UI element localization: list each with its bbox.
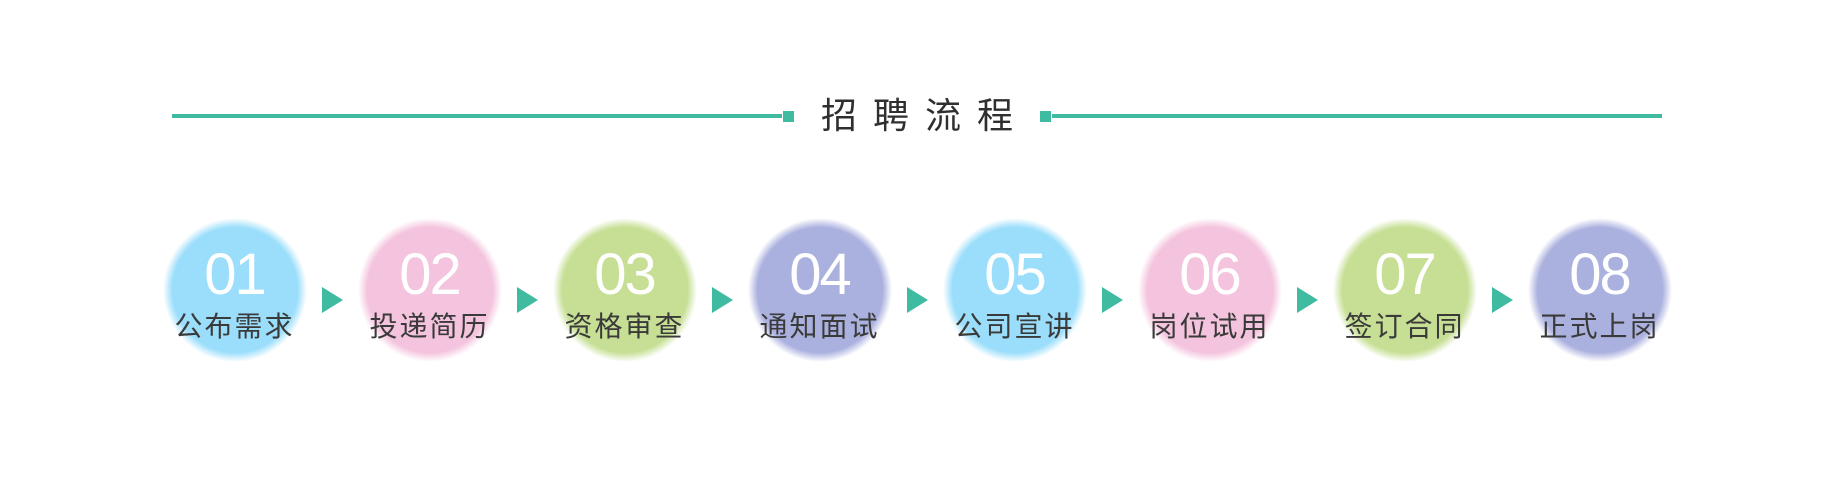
step-label: 投递简历 xyxy=(369,311,490,342)
header-line-right xyxy=(1052,114,1662,118)
header: 招聘流程 xyxy=(0,94,1834,138)
step-label: 资格审查 xyxy=(564,311,685,342)
triangle-arrow-right-icon xyxy=(906,287,928,313)
step-number: 06 xyxy=(1179,242,1242,307)
process-step: 03 资格审查 xyxy=(552,218,697,362)
process-step: 02 投递简历 xyxy=(357,218,502,362)
step-label: 公司宣讲 xyxy=(954,311,1075,342)
triangle-arrow-right-icon xyxy=(711,287,733,313)
process-step: 06 岗位试用 xyxy=(1137,218,1282,362)
header-line-left xyxy=(171,114,782,118)
step-circle xyxy=(942,218,1087,362)
step-circle xyxy=(162,218,307,362)
step-circle xyxy=(1332,218,1477,362)
process-step: 05 公司宣讲 xyxy=(942,218,1087,362)
step-label: 岗位试用 xyxy=(1149,311,1270,342)
step-label: 签订合同 xyxy=(1344,311,1465,342)
step-label: 正式上岗 xyxy=(1539,311,1660,342)
step-number: 05 xyxy=(984,242,1047,307)
step-number: 07 xyxy=(1374,242,1437,307)
process-step: 08 正式上岗 xyxy=(1527,218,1672,362)
step-number: 03 xyxy=(594,242,657,307)
step-number: 04 xyxy=(789,242,852,307)
step-circle xyxy=(1527,218,1672,362)
header-dot-left xyxy=(782,110,794,122)
header-dot-right xyxy=(1040,110,1051,122)
process-step: 07 签订合同 xyxy=(1332,218,1477,362)
step-circle xyxy=(357,218,502,362)
step-circle xyxy=(747,218,892,362)
triangle-arrow-right-icon xyxy=(321,287,343,313)
triangle-arrow-right-icon xyxy=(1101,287,1123,313)
step-circle xyxy=(1137,218,1282,362)
steps-row: 01 公布需求 02 投递简历 03 资格审查 04 通知面试 05 公司宣讲 … xyxy=(0,218,1834,362)
page-title: 招聘流程 xyxy=(820,95,1029,136)
triangle-arrow-right-icon xyxy=(1296,287,1318,313)
step-label: 通知面试 xyxy=(759,311,880,342)
step-number: 08 xyxy=(1569,242,1632,307)
triangle-arrow-right-icon xyxy=(1491,287,1513,313)
step-circle xyxy=(552,218,697,362)
step-label: 公布需求 xyxy=(174,311,295,342)
process-step: 04 通知面试 xyxy=(747,218,892,362)
step-number: 02 xyxy=(399,242,462,307)
triangle-arrow-right-icon xyxy=(516,287,538,313)
process-step: 01 公布需求 xyxy=(162,218,307,362)
step-number: 01 xyxy=(204,242,267,307)
